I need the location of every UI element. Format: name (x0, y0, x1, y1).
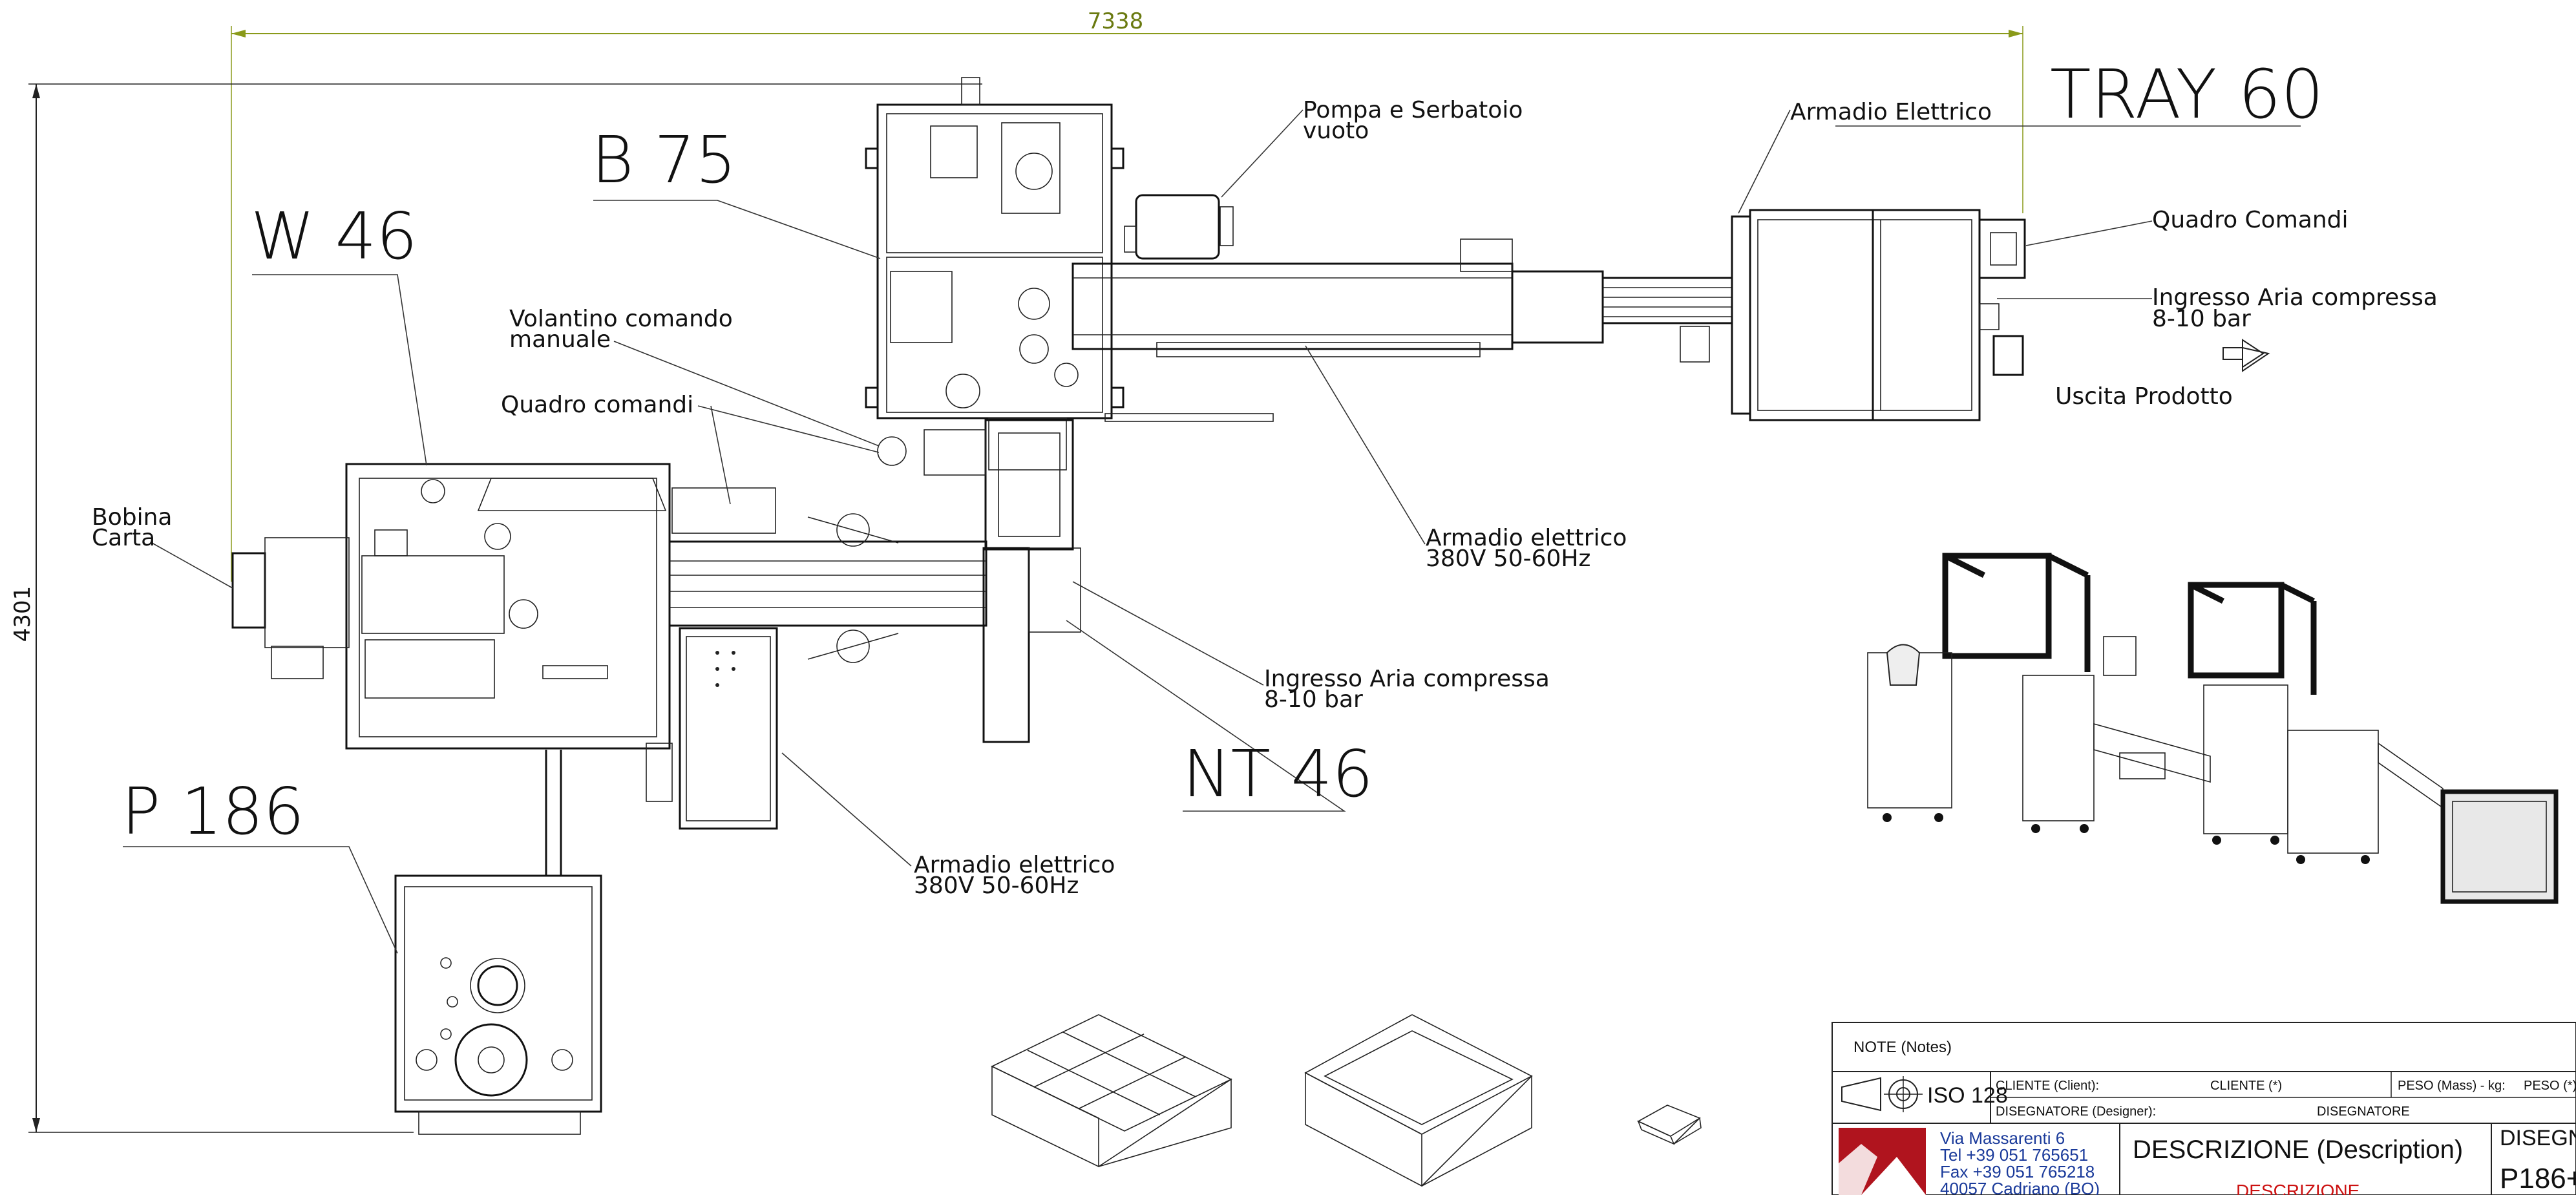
conveyor-vertical (545, 750, 562, 876)
empty-tray-view (1304, 1014, 1533, 1187)
callout-volantino-2: manuale (509, 326, 611, 353)
iso-standard: ISO 128 (1927, 1083, 2008, 1108)
callout-ingresso-right-2: 8-10 bar (2152, 306, 2251, 332)
callout-bobina-1: Bobina (92, 504, 172, 531)
title-block: NOTE (Notes) ISO 128 CLIENTE (Client): C… (1832, 1022, 2576, 1195)
address-line-1: Via Massarenti 6 (1940, 1128, 2065, 1148)
notes-label: NOTE (Notes) (1853, 1039, 1952, 1056)
callout-bobina-2: Carta (92, 525, 155, 551)
label-b75: B 75 (591, 122, 737, 198)
dimension-width: 7338 (231, 8, 2023, 582)
descrizione-header: DESCRIZIONE (Description) (2133, 1136, 2463, 1164)
peso-label: PESO (Mass) - kg: (2398, 1079, 2506, 1093)
label-tray60: TRAY 60 (2050, 55, 2324, 134)
callout-ingresso-center-1: Ingresso Aria compressa (1264, 666, 1550, 692)
machine-tray60 (1731, 209, 2026, 421)
disegno-header: DISEGN (2500, 1126, 2576, 1150)
drawing-code: P186+W4 (2500, 1163, 2576, 1194)
callout-armadio-bottom-2: 380V 50-60Hz (914, 872, 1079, 899)
cliente-value: CLIENTE (*) (2210, 1079, 2282, 1093)
machine-nt46 (668, 419, 1081, 743)
cliente-label: CLIENTE (Client): (1996, 1079, 2099, 1093)
callout-armadio-center-2: 380V 50-60Hz (1426, 545, 1590, 572)
label-nt46: NT 46 (1183, 736, 1373, 812)
address-line-2: Tel +39 051 765651 (1940, 1145, 2088, 1165)
projection-symbol-icon (1841, 1076, 1923, 1112)
electrical-cabinet-center (679, 627, 778, 830)
descrizione-value: DESCRIZIONE (2236, 1181, 2360, 1195)
dimension-height: 4301 (10, 83, 982, 1133)
vacuum-pump (1124, 194, 1234, 260)
machine-p186 (394, 874, 602, 1135)
designer-label: DISEGNATORE (Designer): (1996, 1105, 2156, 1119)
callout-armadio-bottom-1: Armadio elettrico (914, 852, 1115, 878)
tray-with-dividers-view (991, 1014, 1232, 1168)
address-line-4: 40057 Cadriano (BO) (1940, 1179, 2100, 1195)
callout-quadro-right: Quadro Comandi (2152, 207, 2349, 233)
dimension-width-label: 7338 (1088, 8, 1144, 34)
address-line-3: Fax +39 051 765218 (1940, 1162, 2095, 1181)
dimension-height-label: 4301 (10, 586, 36, 642)
isometric-line-view (1867, 553, 2559, 904)
machine-w46 (231, 463, 776, 802)
peso-value: PESO (*) (2524, 1079, 2576, 1093)
callout-armadio-top: Armadio Elettrico (1790, 99, 1992, 125)
callout-armadio-center-1: Armadio elettrico (1426, 525, 1627, 551)
callout-quadro-left: Quadro comandi (501, 392, 693, 418)
label-p186: P 186 (121, 774, 304, 849)
machine-b75 (865, 77, 1274, 471)
leader-lines (123, 109, 2301, 954)
callout-ingresso-center-2: 8-10 bar (1264, 686, 1363, 713)
callout-pompa-2: vuoto (1303, 118, 1369, 144)
product-piece-view (1637, 1105, 1702, 1145)
callout-pompa-1: Pompa e Serbatoio (1303, 97, 1523, 123)
callout-ingresso-right-1: Ingresso Aria compressa (2152, 284, 2438, 311)
output-arrow-icon (2222, 339, 2265, 368)
company-logo (1839, 1128, 1926, 1195)
designer-value: DISEGNATORE (2317, 1105, 2410, 1119)
label-w46: W 46 (251, 198, 417, 274)
callout-volantino-1: Volantino comando (509, 306, 733, 332)
callout-uscita: Uscita Prodotto (2055, 383, 2233, 410)
